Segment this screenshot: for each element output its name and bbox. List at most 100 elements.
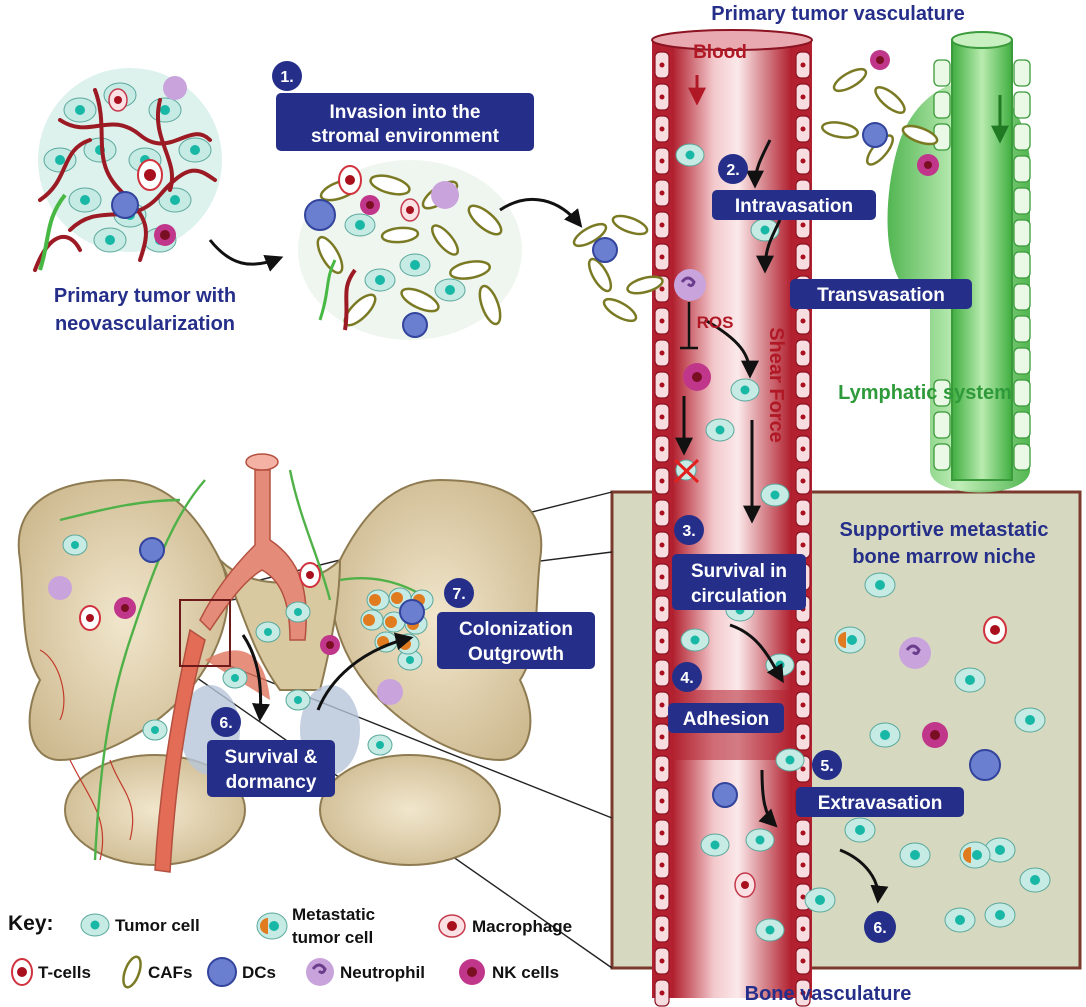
vessel-wall-nucleus (659, 94, 665, 100)
vessel-wall-nucleus (800, 414, 806, 420)
vessel-wall-nucleus (659, 446, 665, 452)
step-7-number: 7. (452, 586, 465, 603)
transvasation-text: Transvasation (817, 285, 945, 306)
vessel-wall-nucleus (659, 318, 665, 324)
legend-tumor-cell: Tumor cell (115, 916, 200, 935)
legend-neutrophil: Neutrophil (340, 963, 425, 982)
vessel-wall-nucleus (659, 222, 665, 228)
vessel-wall-nucleus (659, 990, 665, 996)
vessel-wall-nucleus (659, 542, 665, 548)
vessel-wall-nucleus (659, 382, 665, 388)
vessel-wall-nucleus (800, 126, 806, 132)
legend-neutrophil-icon (306, 958, 334, 986)
vessel-wall-nucleus (800, 542, 806, 548)
step-1-number: 1. (280, 69, 293, 86)
vessel-wall-nucleus (659, 478, 665, 484)
vessel-wall-nucleus (659, 830, 665, 836)
vessel-wall-nucleus (800, 62, 806, 68)
bone-vasculature-label: Bone vasculature (745, 983, 912, 1005)
step-4-label: Adhesion (683, 709, 770, 730)
legend-dc-icon (207, 957, 237, 987)
legend-tumor-cell-icon (80, 913, 110, 937)
legend-title: Key: (8, 912, 54, 935)
vessel-wall-nucleus (800, 318, 806, 324)
step-6-number: 6. (219, 715, 232, 732)
step-7: 7. Colonization Outgrowth (437, 578, 595, 669)
vessel-wall-nucleus (800, 830, 806, 836)
step-7-line-2: Outgrowth (468, 644, 564, 665)
step-2-label: Intravasation (735, 196, 853, 217)
vessel-wall-nucleus (659, 862, 665, 868)
vessel-wall-nucleus (800, 734, 806, 740)
step-6-line-2: dormancy (226, 772, 317, 793)
step-1-line-2: stromal environment (311, 126, 500, 147)
vessel-wall-nucleus (800, 862, 806, 868)
step-6-pelvis: 6. Survival & dormancy (207, 707, 335, 797)
legend-caf-icon (122, 955, 142, 989)
vessel-wall-nucleus (659, 958, 665, 964)
legend-nk-cells: NK cells (492, 963, 559, 982)
vessel-wall-nucleus (800, 766, 806, 772)
legend-cafs: CAFs (148, 963, 192, 982)
ros-label: ROS (697, 313, 734, 332)
vessel-wall-nucleus (800, 94, 806, 100)
vessel-wall-nucleus (659, 734, 665, 740)
vessel-wall-nucleus (659, 894, 665, 900)
vessel-wall-nucleus (659, 126, 665, 132)
step-6-niche-number: 6. (873, 920, 886, 937)
step-2-number: 2. (726, 162, 739, 179)
vessel-wall-nucleus (659, 798, 665, 804)
vessel-wall-nucleus (800, 894, 806, 900)
vessel-wall-nucleus (800, 638, 806, 644)
step-2: 2. Intravasation (712, 154, 876, 220)
vessel-wall-nucleus (659, 350, 665, 356)
legend-metastatic-cell-icon (256, 912, 288, 940)
vessel-wall-nucleus (659, 926, 665, 932)
step-1-line-1: Invasion into the (330, 102, 481, 123)
niche-label-line-1: Supportive metastatic (840, 519, 1049, 541)
primary-tumor-cluster (33, 68, 222, 272)
vessel-wall-nucleus (800, 670, 806, 676)
pelvis-illustration (17, 453, 543, 873)
step-3-line-1: Survival in (691, 561, 787, 582)
vessel-wall-nucleus (800, 958, 806, 964)
step-4: 4. Adhesion (668, 662, 784, 733)
vessel-wall-nucleus (800, 510, 806, 516)
lymphatic-vessel (887, 31, 1031, 493)
step-6-line-1: Survival & (225, 747, 318, 768)
primary-tumor-label-line-2: neovascularization (55, 313, 235, 335)
legend-metastatic-line-1: Metastatic (292, 905, 375, 924)
vessel-wall-nucleus (800, 990, 806, 996)
metastatic-cell-marker (391, 592, 403, 604)
invasion-cluster (298, 160, 522, 340)
metastatic-cell-marker (363, 614, 375, 626)
ros-inhibition (680, 302, 698, 350)
legend-macrophage: Macrophage (472, 917, 572, 936)
vessel-wall-nucleus (800, 446, 806, 452)
vessel-wall-nucleus (659, 670, 665, 676)
vessel-wall-nucleus (659, 702, 665, 708)
legend-dcs: DCs (242, 963, 276, 982)
step-3: 3. Survival in circulation (672, 515, 806, 610)
vessel-wall-nucleus (659, 606, 665, 612)
niche-label-line-2: bone marrow niche (852, 546, 1035, 568)
step-1: 1. Invasion into the stromal environment (272, 61, 534, 151)
vessel-wall-nucleus (659, 158, 665, 164)
legend-t-cells: T-cells (38, 963, 91, 982)
vessel-wall-nucleus (659, 510, 665, 516)
step-5: 5. Extravasation (796, 750, 964, 817)
step-3-line-2: circulation (691, 586, 787, 607)
step-5-label: Extravasation (818, 793, 943, 814)
vessel-wall-nucleus (659, 414, 665, 420)
legend-t-cell-icon (11, 958, 33, 986)
legend-metastatic-line-2: tumor cell (292, 928, 373, 947)
vessel-wall-nucleus (800, 222, 806, 228)
niche-cells (804, 572, 1051, 933)
vessel-wall-nucleus (659, 286, 665, 292)
intravasation-cluster (572, 50, 939, 323)
flow-arrows (208, 139, 889, 904)
lymphatic-system-label: Lymphatic system (838, 382, 1012, 404)
vessel-wall-nucleus (800, 254, 806, 260)
vessel-wall-nucleus (800, 350, 806, 356)
